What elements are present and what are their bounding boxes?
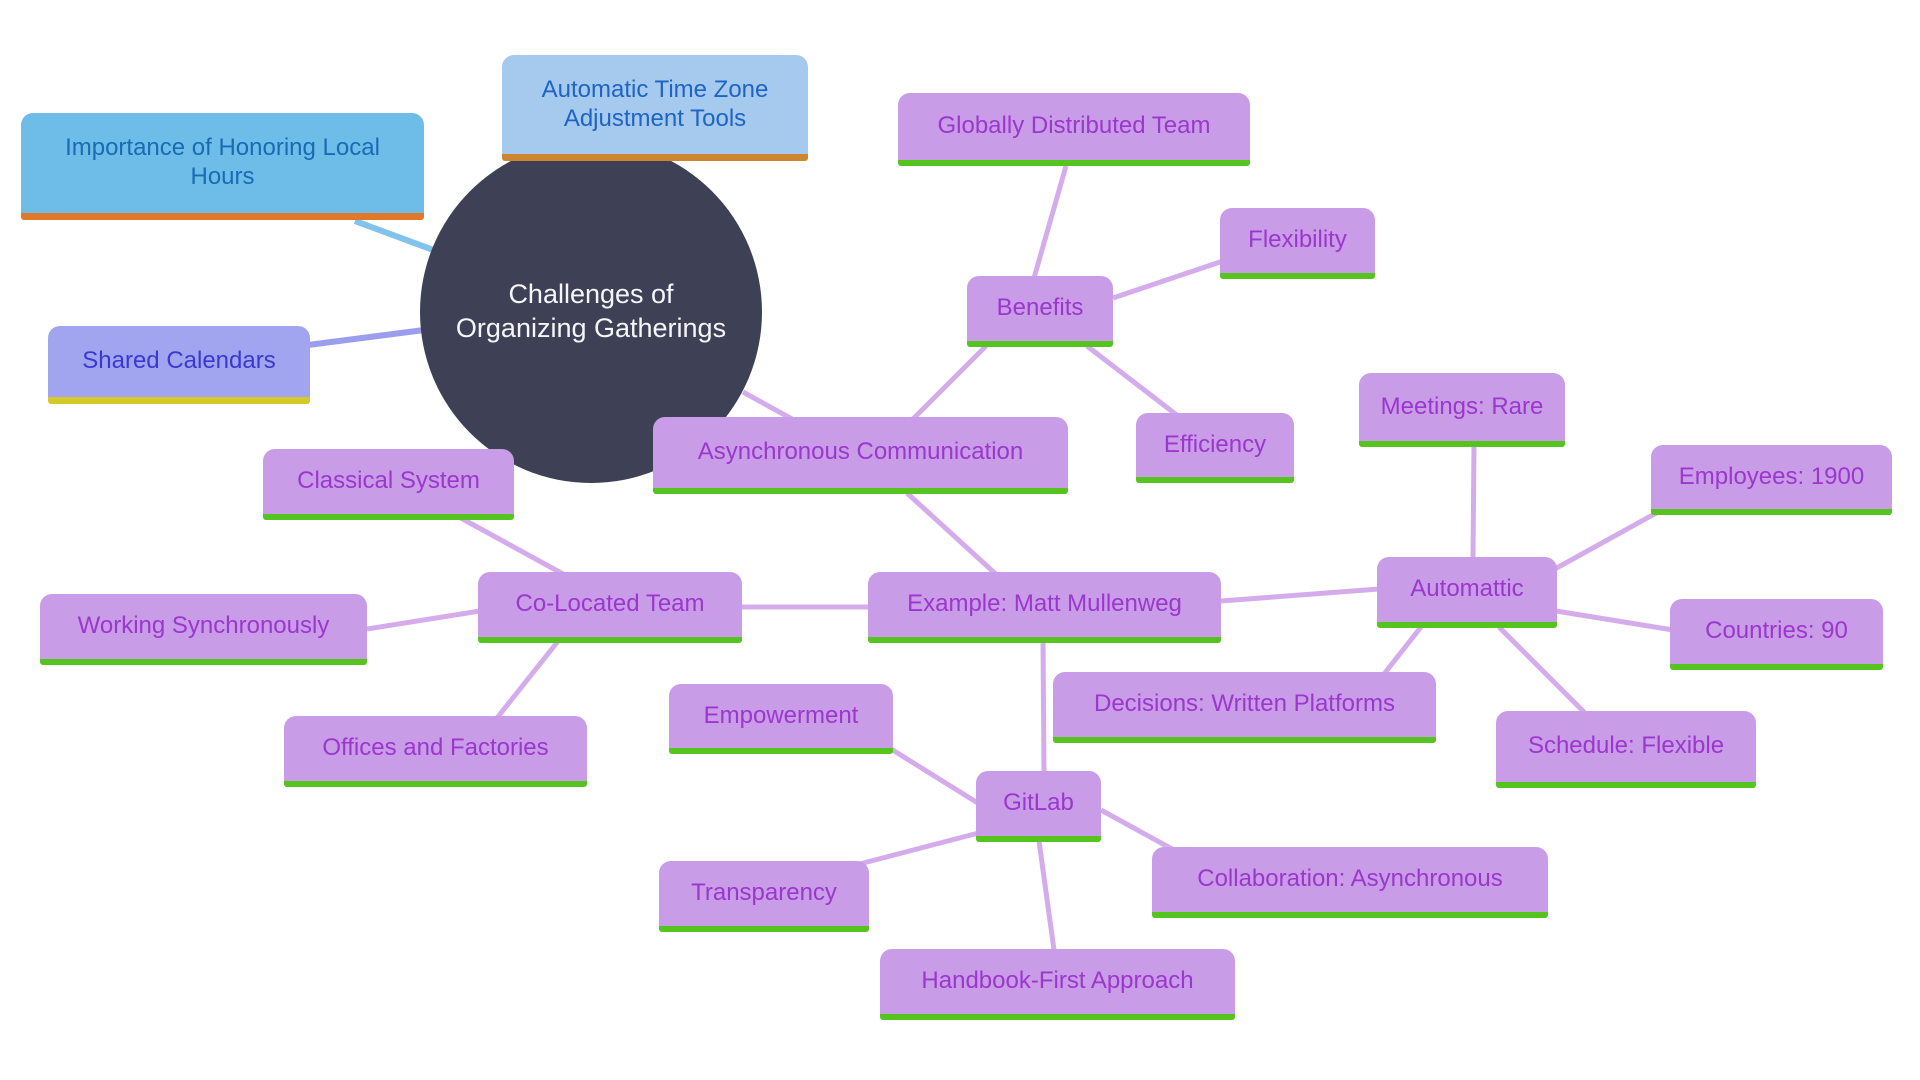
edge-example-gitlab xyxy=(1040,639,1047,774)
node-empowerment: Empowerment xyxy=(669,684,893,754)
edge-automattic-meetings-rare xyxy=(1470,445,1477,559)
node-shared-calendars: Shared Calendars xyxy=(48,326,310,404)
edge-gitlab-collaboration-asynchronous xyxy=(1099,807,1174,852)
node-schedule-flexible: Schedule: Flexible xyxy=(1496,711,1756,788)
edge-benefits-asynchronous-communication xyxy=(911,344,988,421)
node-flexibility: Flexibility xyxy=(1220,208,1375,279)
node-transparency: Transparency xyxy=(659,861,869,932)
node-benefits: Benefits xyxy=(967,276,1113,347)
node-meetings-rare: Meetings: Rare xyxy=(1359,373,1565,447)
node-asynchronous-communication: Asynchronous Communication xyxy=(653,417,1068,494)
node-automattic: Automattic xyxy=(1377,557,1557,628)
node-gitlab: GitLab xyxy=(976,771,1101,842)
node-efficiency: Efficiency xyxy=(1136,413,1294,483)
node-offices-and-factories: Offices and Factories xyxy=(284,716,587,787)
edge-empowerment-gitlab xyxy=(889,746,983,808)
node-center-challenges: Challenges of Organizing Gatherings xyxy=(420,141,762,483)
node-globally-distributed-team: Globally Distributed Team xyxy=(898,93,1250,166)
node-automatic-time-zone: Automatic Time Zone Adjustment Tools xyxy=(502,55,808,161)
node-classical-system: Classical System xyxy=(263,449,514,520)
edge-benefits-efficiency xyxy=(1085,344,1180,418)
edge-benefits-flexibility xyxy=(1112,258,1224,301)
node-collaboration-asynchronous: Collaboration: Asynchronous xyxy=(1152,847,1548,918)
node-countries-90: Countries: 90 xyxy=(1670,599,1883,670)
node-honoring-local-hours: Importance of Honoring Local Hours xyxy=(21,113,424,220)
edge-center-shared-calendars xyxy=(307,326,433,348)
edge-automattic-countries-90 xyxy=(1555,608,1674,633)
edge-automattic-employees-1900 xyxy=(1551,509,1660,573)
edge-center-honoring-local-hours xyxy=(353,218,438,254)
edge-center-asynchronous-communication xyxy=(741,389,794,422)
edge-gitlab-handbook-first xyxy=(1036,840,1057,951)
edge-example-automattic xyxy=(1220,586,1380,604)
edge-automattic-decisions-written-platforms xyxy=(1382,625,1423,676)
node-example-matt-mullenweg: Example: Matt Mullenweg xyxy=(868,572,1221,643)
edge-working-synchronously-co-located-team xyxy=(366,608,481,632)
edge-globally-distributed-team-benefits xyxy=(1031,165,1069,279)
node-co-located-team: Co-Located Team xyxy=(478,572,742,643)
node-working-synchronously: Working Synchronously xyxy=(40,594,367,665)
edge-automattic-schedule-flexible xyxy=(1497,625,1587,715)
edge-asynchronous-communication-example xyxy=(905,491,1001,579)
node-decisions-written-platforms: Decisions: Written Platforms xyxy=(1053,672,1436,743)
edge-classical-system-co-located-team xyxy=(457,514,565,577)
node-handbook-first: Handbook-First Approach xyxy=(880,949,1235,1020)
edge-co-located-team-offices-and-factories xyxy=(495,638,561,720)
node-employees-1900: Employees: 1900 xyxy=(1651,445,1892,515)
edge-gitlab-transparency xyxy=(851,827,991,869)
